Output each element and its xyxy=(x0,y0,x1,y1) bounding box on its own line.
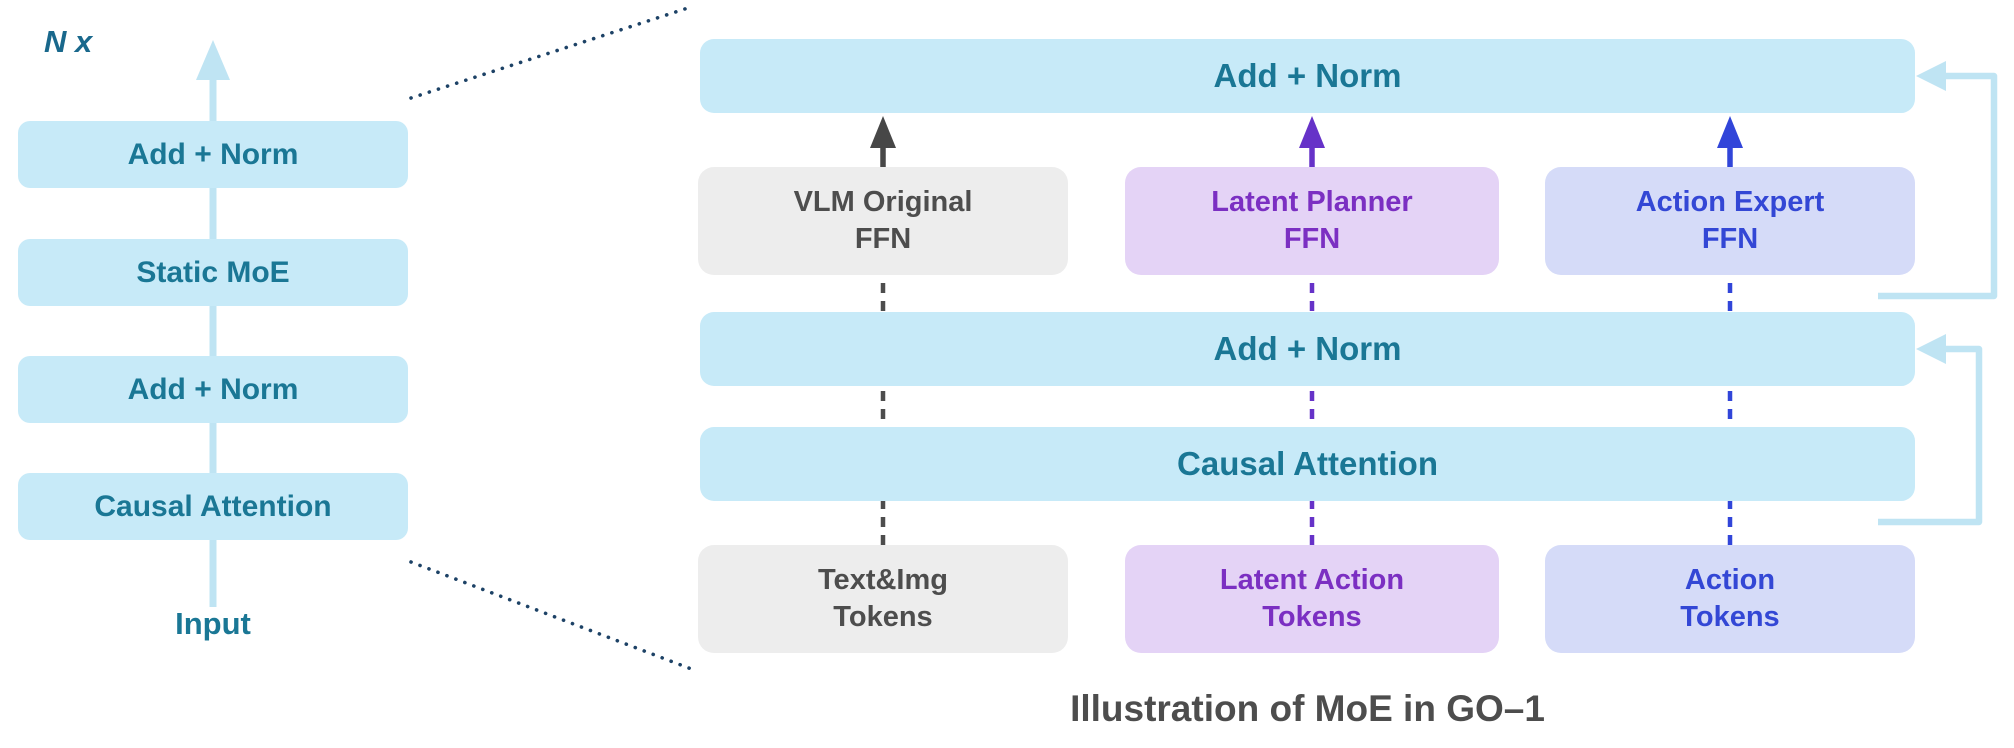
input-label: Input xyxy=(175,606,251,641)
latent-planner-ffn-label-line2: FFN xyxy=(1283,223,1341,255)
residual-skip-connections xyxy=(1878,61,1998,526)
text-img-tokens-label-line2: Tokens xyxy=(833,601,933,633)
latent-action-tokens-box: Latent Action Tokens xyxy=(1125,545,1499,653)
repeat-count-label: N x xyxy=(44,24,93,59)
latent-planner-ffn-box: Latent Planner FFN xyxy=(1125,167,1499,275)
text-img-tokens-box: Text&Img Tokens xyxy=(698,545,1068,653)
ffn-output-arrows xyxy=(870,116,1743,169)
left-block-add-norm-top: Add + Norm xyxy=(18,121,408,188)
vlm-original-ffn-box: VLM Original FFN xyxy=(698,167,1068,275)
latent-action-tokens-label-line2: Tokens xyxy=(1262,601,1362,633)
latent-planner-ffn-label-line1: Latent Planner xyxy=(1211,186,1413,218)
action-tokens-label-line2: Tokens xyxy=(1680,601,1780,633)
left-block-causal-attention: Causal Attention xyxy=(18,473,408,540)
expansion-dotted-lines xyxy=(409,4,696,672)
text-img-tokens-label-line1: Text&Img xyxy=(818,564,948,596)
action-expert-ffn-label-line1: Action Expert xyxy=(1635,186,1825,218)
right-bar-add-norm-middle: Add + Norm xyxy=(700,312,1915,386)
action-expert-ffn-box: Action Expert FFN xyxy=(1545,167,1915,275)
action-expert-ffn-label-line2: FFN xyxy=(1701,223,1759,255)
right-bar-add-norm-top: Add + Norm xyxy=(700,39,1915,113)
left-block-static-moe: Static MoE xyxy=(18,239,408,306)
diagram-caption: Illustration of MoE in GO–1 xyxy=(1070,688,1545,729)
vlm-ffn-label-line1: VLM Original xyxy=(793,186,973,218)
latent-action-tokens-label-line1: Latent Action xyxy=(1219,564,1405,596)
vlm-ffn-label-line2: FFN xyxy=(854,223,912,255)
action-tokens-box: Action Tokens xyxy=(1545,545,1915,653)
left-block-add-norm-bottom: Add + Norm xyxy=(18,356,408,423)
action-tokens-label-line1: Action xyxy=(1684,564,1776,596)
right-bar-causal-attention: Causal Attention xyxy=(700,427,1915,501)
